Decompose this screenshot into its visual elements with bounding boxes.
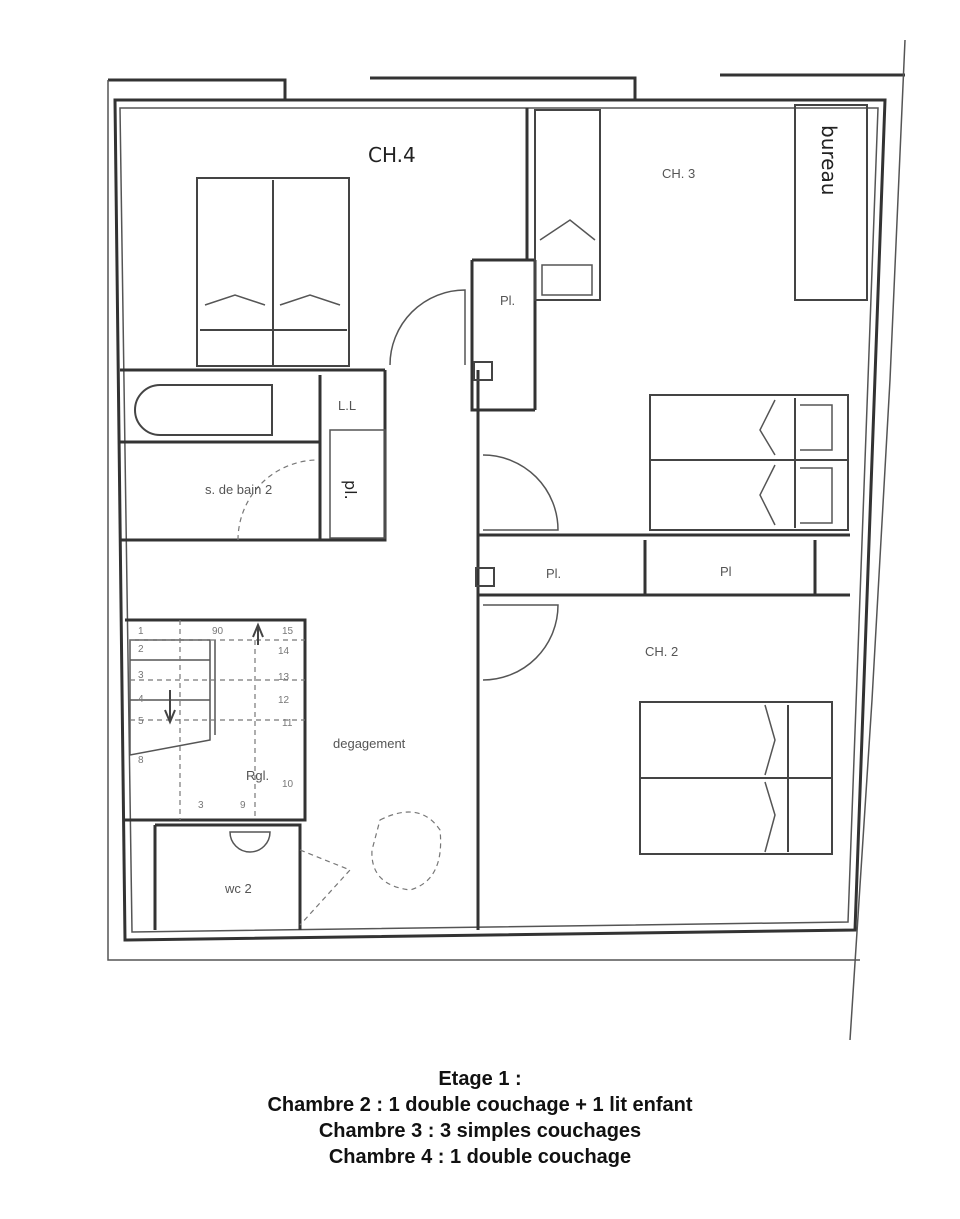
- staircase[interactable]: [129, 620, 305, 820]
- svg-text:90: 90: [212, 626, 224, 637]
- caption-line-chambre-4: Chambre 4 : 1 double couchage: [328, 1146, 632, 1168]
- svg-text:12: 12: [278, 695, 290, 706]
- furniture: [134, 104, 868, 891]
- exterior-walls: [107, 39, 906, 1041]
- svg-text:13: 13: [278, 672, 290, 683]
- svg-text:11: 11: [282, 718, 293, 729]
- room-label-salle-de-bain: s. de bain 2: [205, 482, 272, 497]
- stair-numbers: 1 2 3 4 5 8 3 9 10 11 12 13 14 15 90: [138, 626, 294, 811]
- svg-text:15: 15: [282, 626, 294, 637]
- caption-line-chambre-3: Chambre 3 : 3 simples couchages: [318, 1120, 642, 1142]
- room-label-ll: L.L: [338, 398, 356, 413]
- interior-walls: [120, 108, 850, 930]
- svg-text:3: 3: [138, 670, 144, 681]
- doors: [237, 289, 559, 926]
- caption-line-chambre-2: Chambre 2 : 1 double couchage + 1 lit en…: [267, 1094, 693, 1116]
- room-label-pl-bath: pl.: [341, 480, 360, 500]
- bureau-desk: [794, 104, 868, 301]
- room-label-ch4: CH.4: [368, 143, 416, 167]
- svg-text:10: 10: [282, 779, 294, 790]
- svg-text:9: 9: [240, 800, 246, 811]
- room-label-pl-ch3: Pl: [720, 564, 732, 579]
- room-label-pl-corridor: Pl.: [546, 566, 561, 581]
- svg-text:8: 8: [138, 755, 144, 766]
- room-label-ch3: CH. 3: [662, 166, 695, 181]
- room-label-ch2: CH. 2: [645, 644, 678, 659]
- svg-text:14: 14: [278, 646, 290, 657]
- svg-text:5: 5: [138, 716, 144, 727]
- room-label-rgl: Rgl.: [246, 768, 269, 783]
- svg-text:2: 2: [138, 644, 144, 655]
- room-label-pl-ch4: Pl.: [500, 293, 515, 308]
- caption: Etage 1 : Chambre 2 : 1 double couchage …: [0, 1066, 960, 1170]
- room-label-wc: wc 2: [224, 881, 252, 896]
- caption-title: Etage 1 :: [438, 1068, 522, 1090]
- svg-text:4: 4: [138, 694, 144, 705]
- room-label-degagement: degagement: [333, 736, 406, 751]
- svg-text:1: 1: [138, 626, 144, 637]
- svg-text:3: 3: [198, 800, 204, 811]
- room-label-bureau: bureau: [817, 125, 841, 195]
